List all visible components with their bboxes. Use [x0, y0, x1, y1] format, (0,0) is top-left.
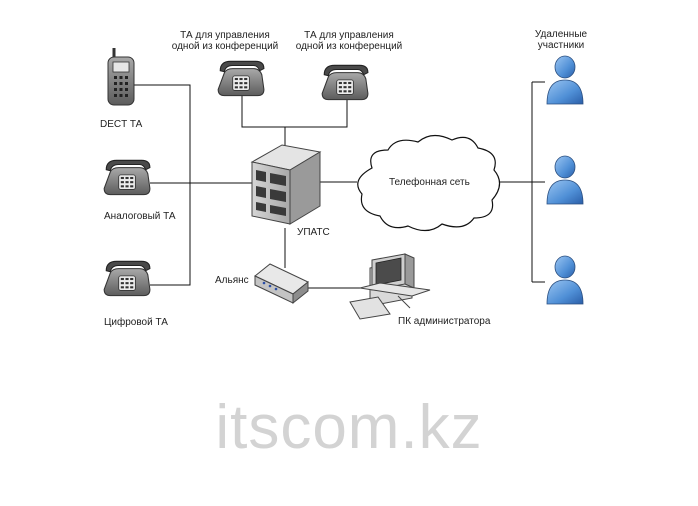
remote-users-label-line1: Удаленные — [534, 29, 588, 40]
remote-user-3-icon — [546, 255, 584, 305]
conference-phone-1-icon — [217, 60, 265, 97]
remote-users-label: Удаленные участники — [535, 29, 587, 51]
conference-phone-2-icon — [321, 64, 369, 101]
conference-phones-line — [241, 95, 348, 128]
conference-phone-1-label-line2: одной из конференций — [171, 41, 279, 52]
analog-phone-label: Аналоговый ТА — [104, 211, 176, 222]
dect-label: DECT ТА — [100, 119, 143, 130]
conference-phone-2-label-line1: ТА для управления — [304, 30, 394, 41]
remote-user-2-icon — [546, 155, 584, 205]
network-label: Телефонная сеть — [389, 177, 470, 188]
digital-phone-icon — [103, 260, 151, 297]
alliance-label: Альянс — [215, 275, 249, 286]
conference-phone-2-label-line2: одной из конференций — [295, 41, 403, 52]
conference-phone-1-label: ТА для управления одной из конференций — [172, 30, 278, 52]
cloud-icon — [357, 134, 501, 232]
digital-phone-label: Цифровой ТА — [104, 317, 168, 328]
alliance-device-icon — [254, 263, 309, 305]
watermark: itscom.kz — [215, 393, 483, 462]
dect-phone-icon — [107, 48, 135, 106]
conference-phone-1-label-line1: ТА для управления — [180, 30, 270, 41]
left-trunk-line — [130, 84, 191, 286]
admin-pc-icon — [349, 253, 431, 320]
admin-pc-label: ПК администратора — [398, 316, 491, 327]
user-branch-lines — [532, 81, 545, 283]
remote-user-1-icon — [546, 55, 584, 105]
connection-lines — [130, 81, 545, 289]
pbx-server-icon — [250, 144, 322, 225]
remote-users-label-line2: участники — [537, 40, 585, 51]
conference-phone-2-label: ТА для управления одной из конференций — [296, 30, 402, 52]
analog-phone-icon — [103, 159, 151, 196]
pbx-label: УПАТС — [297, 227, 330, 238]
